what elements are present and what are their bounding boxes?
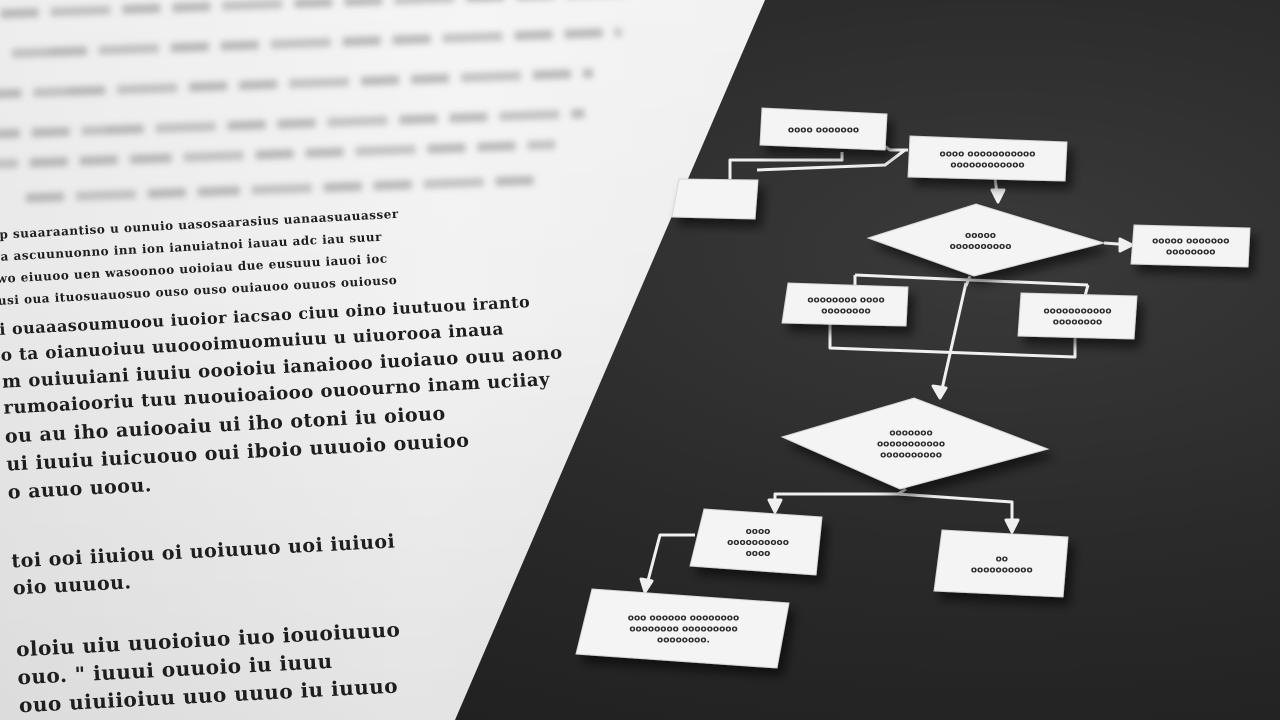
node-label: oooooooooo [880,450,942,460]
node-label: oooooooo ooooooooo [629,625,737,635]
connector-line [773,487,907,512]
node-label: oooooooo [821,306,870,316]
flowchart-connectors [639,143,1134,594]
connector-line [938,282,968,399]
node-label: oooooooooo [950,242,1012,252]
node-label: ooooooo [889,428,932,438]
process-box [1130,224,1251,268]
node-label: oooo [746,549,771,559]
node-label: ooo oooooo oooooooo [628,614,739,624]
connector-line [828,323,1077,359]
process-node: oooo ooooooo [759,107,888,151]
connector-line [897,492,1014,532]
node-label: oooooooo [1053,318,1102,328]
node-label: oooooooo. [657,636,710,646]
process-box [689,508,823,576]
node-label: ooooo [965,231,996,241]
process-box [1017,292,1138,340]
flowchart-nodes: oooo ooooooooooo ooooooooooooooooooooooo… [575,107,1251,669]
process-node: oooooooooooo [933,529,1069,598]
node-label: oooooooooooo [950,161,1024,171]
node-label: oooooooo oooo [807,295,884,305]
arrowhead [931,384,948,400]
process-box [781,282,909,327]
connector-line [756,148,906,172]
node-label: oo [996,554,1008,564]
decision-shape [866,203,1106,277]
connector-line [854,273,1089,287]
connector-line [643,533,695,593]
connector-line [1083,284,1090,297]
node-label: oooo ooooooooooo [940,150,1036,160]
connector-line [760,152,844,162]
node-label: ooooooooooo [1043,307,1111,317]
arrowhead [767,498,783,514]
process-node [671,178,759,220]
node-label: oooooooo [1166,248,1215,258]
connector-line [728,158,780,179]
process-box [575,588,790,669]
node-label: oooo [746,527,771,537]
arrowhead [1118,237,1134,253]
arrowhead [990,188,1006,204]
decision-shape [780,397,1050,490]
process-box [907,135,1068,182]
arrowhead [1004,518,1020,534]
arrowhead [639,577,654,594]
node-label: oooooooooo [971,565,1033,575]
process-box [933,529,1069,598]
node-label: ooooo ooooooo [1152,237,1229,247]
process-box [759,107,888,151]
process-node: oooooooo oooooooooooo [781,282,909,327]
node-label: ooooooooooo [877,439,945,449]
node-label: oooo ooooooo [788,125,859,135]
process-box [671,178,759,220]
node-label: oooooooooo [727,538,789,548]
